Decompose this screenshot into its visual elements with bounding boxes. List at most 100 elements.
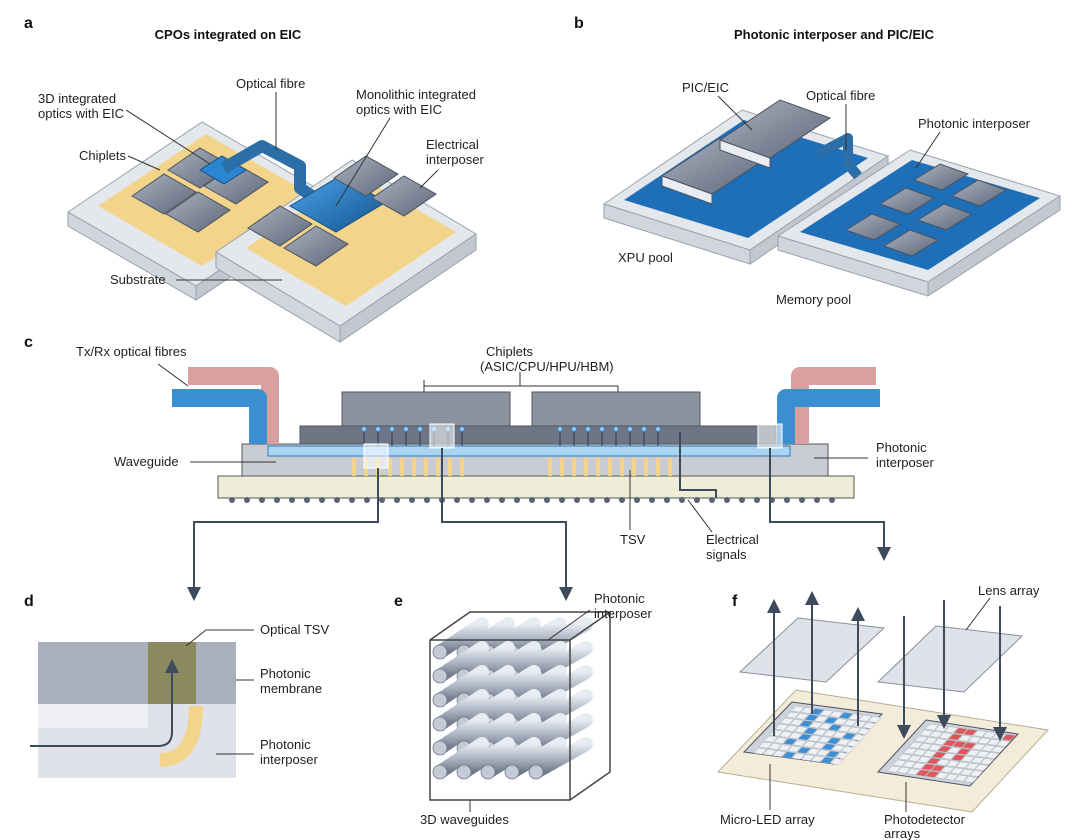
array-cell [752,747,768,755]
waveguide-end [432,644,448,660]
c-fibre-right-rx [791,367,876,444]
waveguide-rod [505,689,567,731]
panel-d: d Optical TSV Photonic membrane Photonic… [24,593,329,778]
array-cell [782,738,798,746]
c-leader-elec [687,499,713,533]
array-cell [836,738,851,746]
solder-bump [379,497,385,503]
array-cell [955,761,970,769]
a-label-3d-2: optics with EIC [38,106,124,121]
array-cell [829,758,845,765]
arrow-to-e [441,448,573,601]
solder-bump [289,497,295,503]
solder-bump [739,497,745,503]
solder-bump [694,497,700,503]
array-cell [961,742,977,749]
array-cell [946,746,962,754]
arrow-to-d [187,468,379,601]
a-chiplets-right [247,155,437,267]
tsv-via [572,458,576,476]
panel-b-title: Photonic interposer and PIC/EIC [734,27,935,42]
waveguide-rod [433,665,489,707]
d-leader-tsv [185,629,254,647]
solder-bump [259,497,265,503]
array-cell [790,705,806,713]
array-cell [922,750,937,758]
panel-e: e Photonic interposer 3D waveguides [394,591,652,827]
array-cell [944,773,959,781]
solder-bump [619,497,625,503]
a-label-elec-1: Electrical [426,137,479,152]
array-cell [763,735,779,743]
a-leader-mono [335,117,391,207]
solder-bump [589,497,595,503]
array-cell [789,719,804,726]
tsv-via [608,458,612,476]
array-cell [970,756,985,764]
array-cell [934,772,950,779]
tsv-via [388,458,392,476]
waveguide-rod [481,617,541,659]
array-cell [794,713,810,720]
waveguide-end [504,764,520,780]
array-cell [963,776,979,783]
solder-bump [424,497,430,503]
array-cell [945,760,961,767]
array-cell [957,734,973,742]
a-label-mono-2: optics with EIC [356,102,442,117]
c-label-tsv: TSV [620,532,646,547]
solder-bump [529,497,535,503]
f-lens-array-right [876,625,1024,693]
solder-bump [604,497,610,503]
array-cell [804,714,819,722]
array-cell [975,750,991,758]
e-waveguide-bundle [432,617,593,780]
array-cell [903,747,918,755]
solder-bump [679,497,685,503]
micro-bump [402,425,409,432]
array-cell [825,750,840,758]
a-label-chiplets: Chiplets [79,148,126,163]
array-cell [937,745,952,753]
f-label-photo-1: Photodetector [884,812,966,827]
c-electrical-signal-path [679,432,717,498]
panel-b: b Photonic interposer and PIC/EIC [574,15,1062,307]
tsv-via [548,458,552,476]
panel-e-letter: e [394,593,403,610]
array-cell [892,759,907,767]
array-cell [774,723,789,731]
a-chiplets-left [131,147,269,233]
array-cell [981,744,996,752]
array-cell [956,748,971,755]
array-cell [979,758,995,765]
waveguide-rod [433,737,489,779]
panel-d-letter: d [24,593,34,610]
a-label-substrate: Substrate [110,272,166,287]
array-cell [918,743,933,750]
c-zoom-d [363,443,389,469]
tsv-via [584,458,588,476]
array-cell [862,722,877,729]
array-cell [822,730,837,737]
a-label-elec-2: interposer [426,152,484,167]
array-cell [907,755,922,762]
solder-bump [514,497,520,503]
array-cell [821,743,836,751]
waveguide-rod [529,689,593,731]
waveguide-end [432,692,448,708]
d-label-membrane-1: Photonic [260,666,311,681]
e-leader-interposer [547,609,591,641]
d-light-path [30,659,179,747]
array-cell [976,737,992,745]
solder-bump [559,497,565,503]
array-cell [840,746,855,753]
c-fibre-right-tx [777,389,880,444]
array-cell [833,718,848,725]
waveguide-rod [529,617,593,659]
array-cell [936,758,951,766]
array-cell [985,752,1000,759]
tsv-via [400,458,404,476]
waveguide-end [432,764,448,780]
array-cell [784,725,799,732]
